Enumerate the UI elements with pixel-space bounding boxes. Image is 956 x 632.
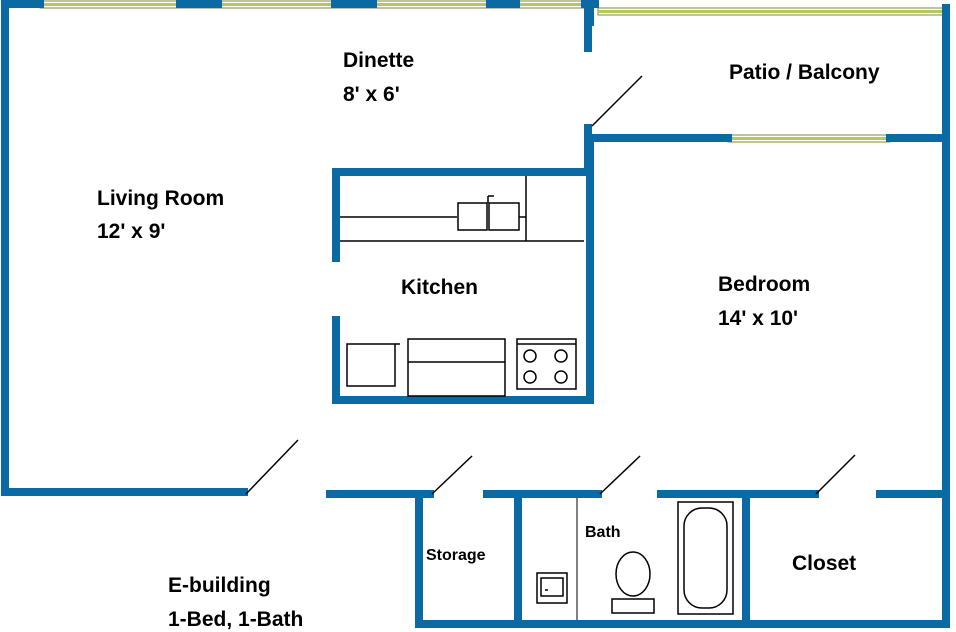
building-name: E-building bbox=[168, 574, 271, 597]
kitchen-label: Kitchen bbox=[401, 276, 478, 299]
refrigerator-icon bbox=[346, 343, 400, 387]
room-labels: Dinette 8' x 6' Patio / Balcony Living R… bbox=[97, 49, 880, 631]
patio-label: Patio / Balcony bbox=[729, 61, 880, 84]
window-icon bbox=[597, 7, 947, 16]
sink-icon bbox=[536, 572, 568, 604]
window-icon bbox=[727, 134, 891, 143]
stove-icon bbox=[516, 338, 577, 390]
kitchen-fixtures bbox=[340, 176, 584, 397]
door-swing-icon bbox=[599, 455, 641, 495]
closet-label: Closet bbox=[792, 552, 856, 575]
sink-icon bbox=[457, 195, 520, 231]
bath-fixtures bbox=[536, 498, 734, 620]
bedroom-size: 14' x 10' bbox=[718, 307, 798, 330]
bath-label: Bath bbox=[585, 524, 621, 541]
dinette-label: Dinette bbox=[343, 49, 414, 72]
door-swings bbox=[245, 75, 856, 495]
living-room-size: 12' x 9' bbox=[97, 220, 165, 243]
unit-type: 1-Bed, 1-Bath bbox=[168, 608, 303, 631]
storage-label: Storage bbox=[426, 547, 486, 564]
living-room-label: Living Room bbox=[97, 187, 224, 210]
door-swing-icon bbox=[431, 455, 473, 495]
dinette-size: 8' x 6' bbox=[343, 83, 400, 106]
door-swing-icon bbox=[815, 454, 856, 495]
counter-icon bbox=[407, 338, 506, 397]
door-swing-icon bbox=[245, 439, 299, 495]
door-swing-icon bbox=[591, 75, 643, 127]
bedroom-label: Bedroom bbox=[718, 273, 810, 296]
bathtub-icon bbox=[677, 501, 734, 615]
toilet-icon bbox=[611, 551, 655, 614]
